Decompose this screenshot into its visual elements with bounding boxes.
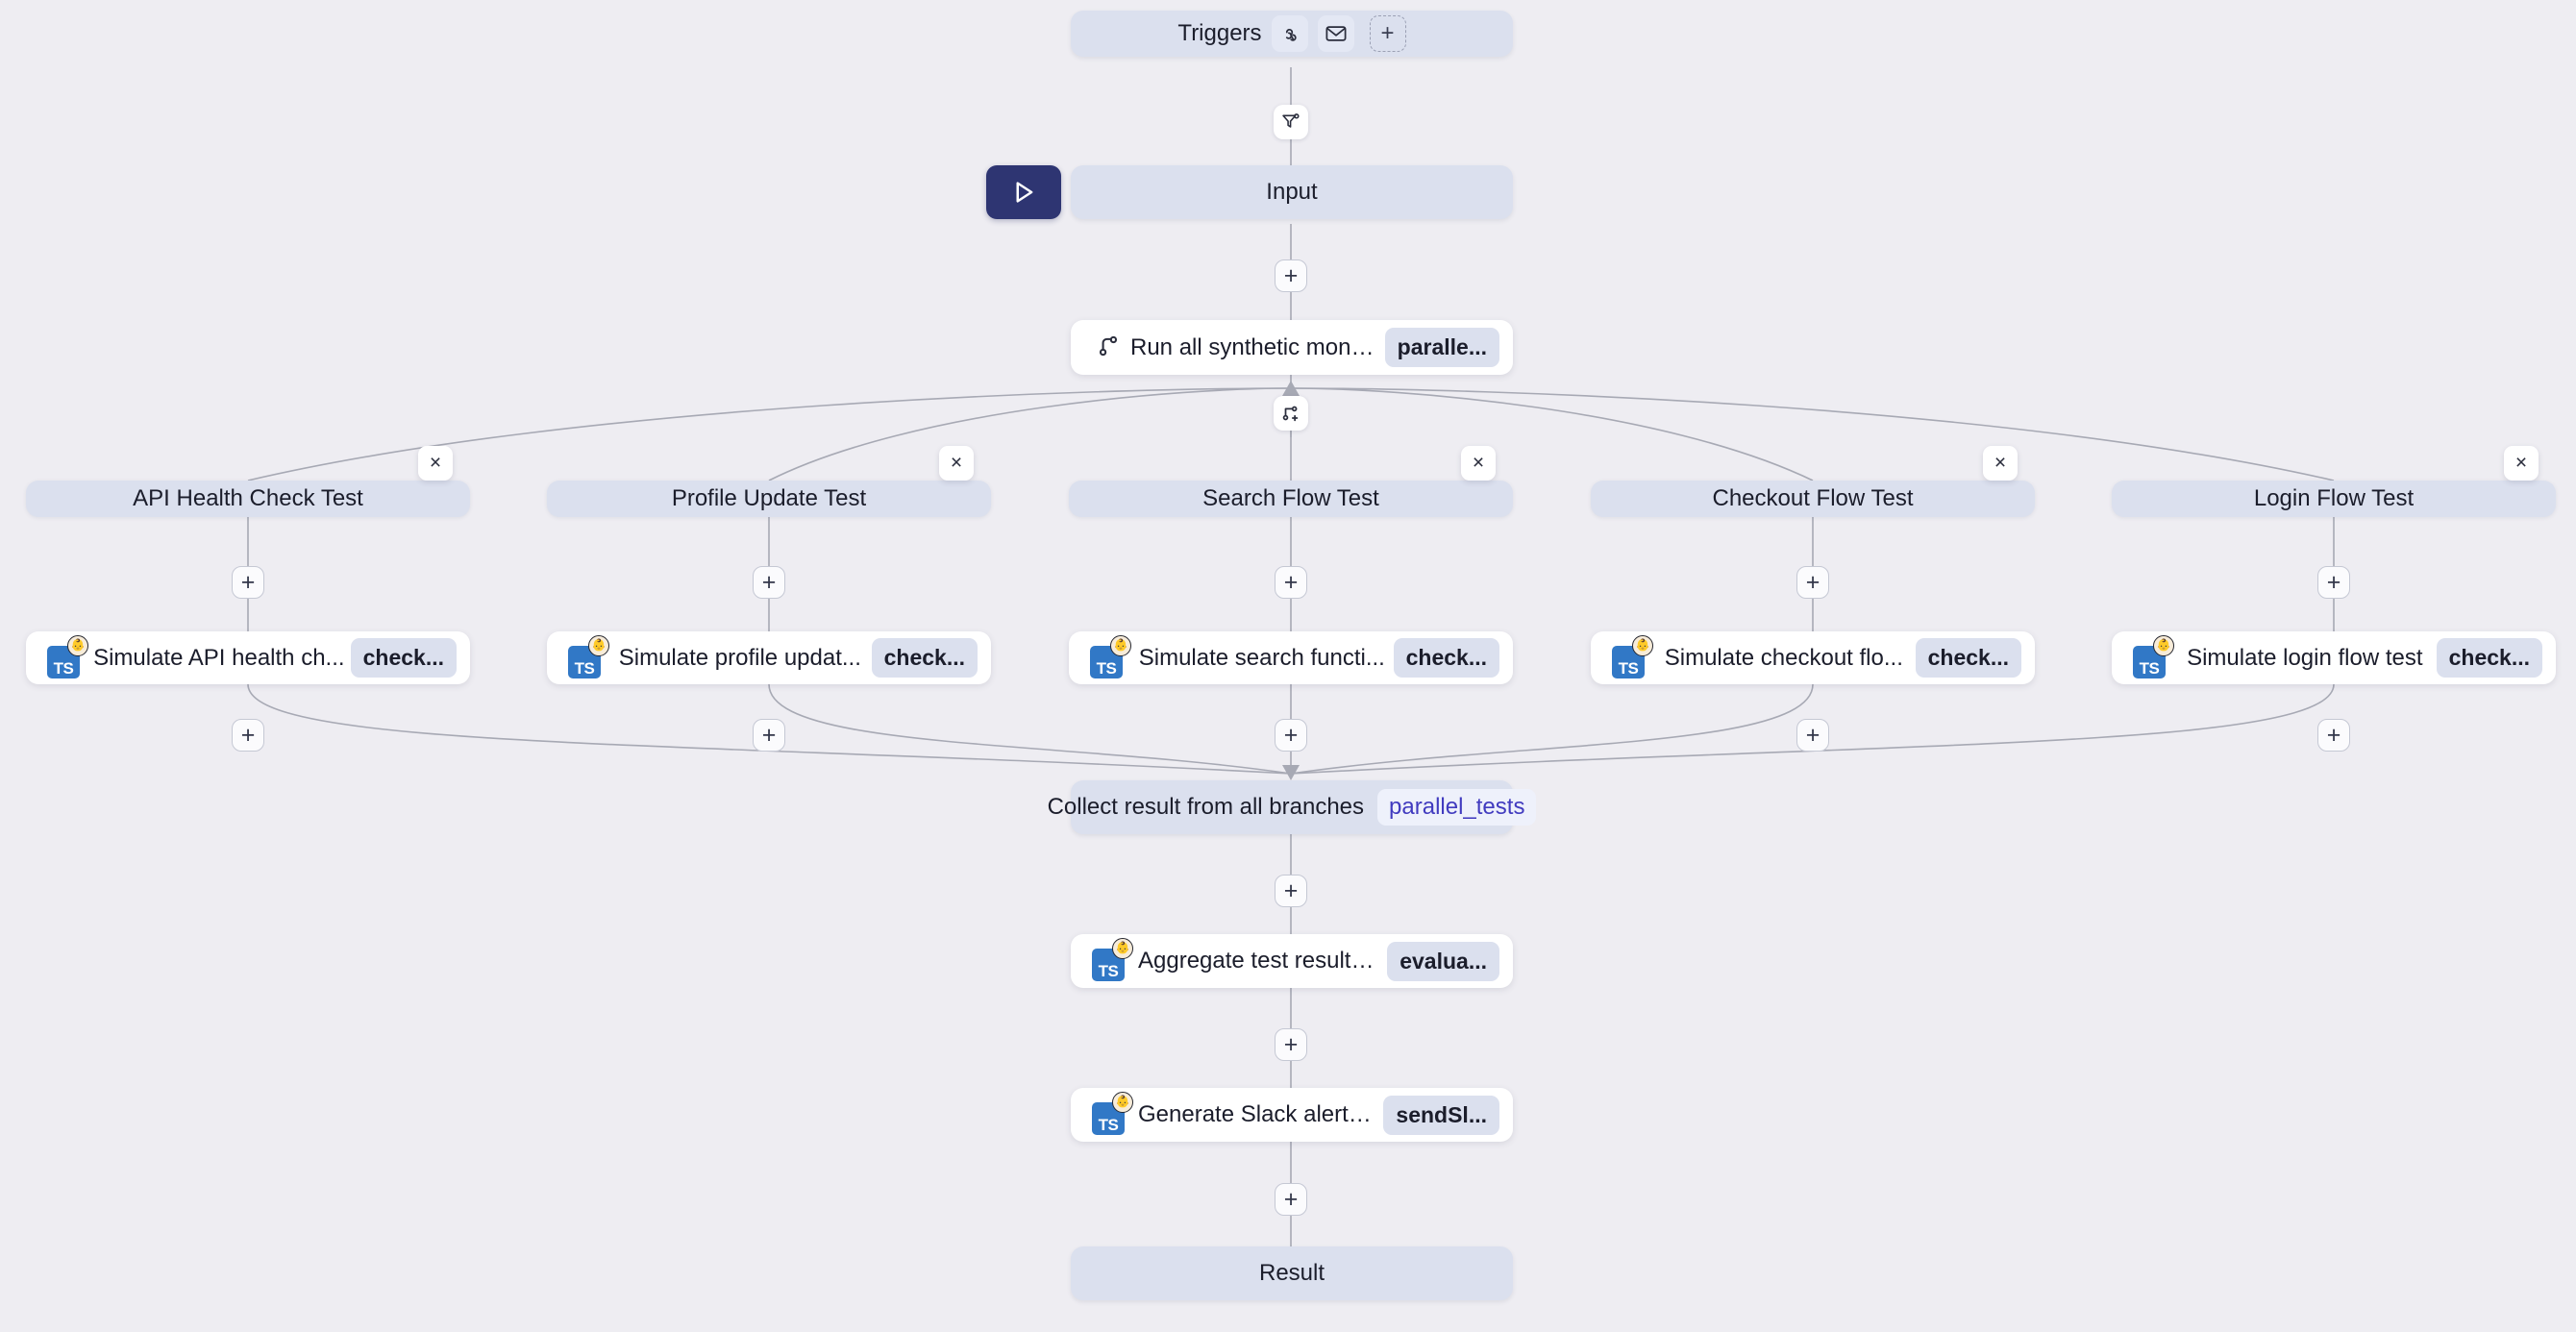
remove-branch-button-1[interactable]: ×	[939, 446, 974, 481]
baby-face-badge-icon: 👶	[1112, 1092, 1133, 1113]
add-step-button-after-aggregate[interactable]: +	[1275, 1028, 1307, 1061]
typescript-icon: TS 👶	[1092, 938, 1133, 981]
filter-settings-icon[interactable]	[1274, 105, 1308, 139]
typescript-icon: TS👶	[1612, 634, 1653, 678]
aggregate-results-title: Aggregate test results ...	[1138, 948, 1388, 974]
typescript-icon-label: TS	[1092, 1102, 1125, 1135]
collect-result-title: Collect result from all branches	[1047, 794, 1365, 820]
typescript-icon: TS👶	[1090, 634, 1131, 678]
add-step-button-branch-4[interactable]: +	[2317, 566, 2350, 599]
baby-face-badge-icon: 👶	[588, 634, 609, 656]
branch-header-label: Profile Update Test	[671, 485, 867, 511]
branch-task-node-2[interactable]: TS👶 Simulate search functi... check...	[1069, 631, 1513, 684]
add-step-button-branch-0[interactable]: +	[232, 566, 264, 599]
triggers-label: Triggers	[1177, 20, 1262, 46]
remove-branch-button-0[interactable]: ×	[418, 446, 453, 481]
branch-task-chip: check...	[2436, 638, 2542, 678]
email-icon[interactable]	[1317, 15, 1354, 52]
remove-branch-button-2[interactable]: ×	[1461, 446, 1496, 481]
add-step-button-branch-end-3[interactable]: +	[1796, 719, 1829, 752]
baby-face-badge-icon: 👶	[1110, 634, 1131, 656]
branch-task-chip: check...	[350, 638, 457, 678]
remove-branch-button-4[interactable]: ×	[2504, 446, 2539, 481]
branch-header-1[interactable]: Profile Update Test	[547, 481, 991, 517]
triggers-node[interactable]: Triggers +	[1071, 11, 1513, 57]
branch-task-title: Simulate search functi...	[1138, 644, 1385, 671]
branch-task-chip: check...	[1915, 638, 2021, 678]
branch-header-label: Checkout Flow Test	[1712, 485, 1914, 511]
branch-header-2[interactable]: Search Flow Test	[1069, 481, 1513, 517]
run-all-branch-chip: paralle...	[1384, 328, 1499, 367]
add-step-button-after-collect[interactable]: +	[1275, 875, 1307, 907]
result-node[interactable]: Result	[1071, 1246, 1513, 1300]
branch-task-title: Simulate API health ch...	[93, 644, 345, 671]
branch-task-title: Simulate checkout flo...	[1664, 644, 1903, 671]
slack-alert-node[interactable]: TS 👶 Generate Slack alert m... sendSl...	[1071, 1088, 1513, 1142]
slack-alert-chip: sendSl...	[1383, 1095, 1499, 1135]
branch-add-icon[interactable]	[1274, 396, 1308, 431]
add-step-button-after-slack[interactable]: +	[1275, 1183, 1307, 1216]
branch-header-label: Login Flow Test	[2253, 485, 2415, 511]
typescript-icon: TS👶	[2133, 634, 2174, 678]
run-workflow-button[interactable]	[986, 165, 1061, 219]
branch-header-3[interactable]: Checkout Flow Test	[1591, 481, 2035, 517]
branch-header-0[interactable]: API Health Check Test	[26, 481, 470, 517]
add-step-button-branch-end-0[interactable]: +	[232, 719, 264, 752]
branch-task-chip: check...	[1393, 638, 1499, 678]
git-branch-icon	[1096, 333, 1125, 362]
baby-face-badge-icon: 👶	[1632, 634, 1653, 656]
collect-result-node[interactable]: Collect result from all branches paralle…	[1048, 780, 1537, 834]
branch-header-label: API Health Check Test	[133, 485, 363, 511]
add-step-button-branch-1[interactable]: +	[753, 566, 785, 599]
add-step-button-branch-end-1[interactable]: +	[753, 719, 785, 752]
baby-face-badge-icon: 👶	[1112, 938, 1133, 959]
add-step-button-after-input[interactable]: +	[1275, 259, 1307, 292]
typescript-icon: TS 👶	[1092, 1092, 1133, 1135]
webhook-icon[interactable]	[1271, 15, 1308, 52]
collect-result-chip: parallel_tests	[1377, 789, 1537, 826]
branch-task-chip: check...	[871, 638, 978, 678]
baby-face-badge-icon: 👶	[2153, 634, 2174, 656]
add-step-button-branch-end-4[interactable]: +	[2317, 719, 2350, 752]
branch-task-title: Simulate profile updat...	[618, 644, 861, 671]
branch-task-node-3[interactable]: TS👶 Simulate checkout flo... check...	[1591, 631, 2035, 684]
remove-branch-button-3[interactable]: ×	[1983, 446, 2018, 481]
branch-task-title: Simulate login flow test	[2187, 644, 2423, 671]
branch-task-node-0[interactable]: TS👶Simulate API health ch...check...	[26, 631, 470, 684]
branch-header-4[interactable]: Login Flow Test	[2112, 481, 2556, 517]
result-node-label: Result	[1258, 1260, 1325, 1286]
branch-task-node-4[interactable]: TS👶 Simulate login flow test check...	[2112, 631, 2556, 684]
add-step-button-branch-2[interactable]: +	[1275, 566, 1307, 599]
baby-face-badge-icon: 👶	[67, 634, 88, 656]
aggregate-results-node[interactable]: TS 👶 Aggregate test results ... evalua..…	[1071, 934, 1513, 988]
add-trigger-button[interactable]: +	[1369, 15, 1406, 52]
input-node-label: Input	[1266, 179, 1318, 205]
input-node[interactable]: Input	[1071, 165, 1513, 219]
run-all-branch-title: Run all synthetic monit...	[1130, 333, 1382, 360]
aggregate-results-chip: evalua...	[1387, 941, 1499, 981]
branch-task-node-1[interactable]: TS👶 Simulate profile updat... check...	[547, 631, 991, 684]
typescript-icon: TS👶	[568, 634, 609, 678]
slack-alert-title: Generate Slack alert m...	[1138, 1101, 1384, 1127]
typescript-icon-label: TS	[568, 645, 601, 678]
typescript-icon: TS👶	[47, 634, 88, 678]
add-step-button-branch-end-2[interactable]: +	[1275, 719, 1307, 752]
add-step-button-branch-3[interactable]: +	[1796, 566, 1829, 599]
run-all-branch-node[interactable]: Run all synthetic monit... paralle...	[1071, 320, 1513, 375]
branch-header-label: Search Flow Test	[1202, 485, 1379, 511]
